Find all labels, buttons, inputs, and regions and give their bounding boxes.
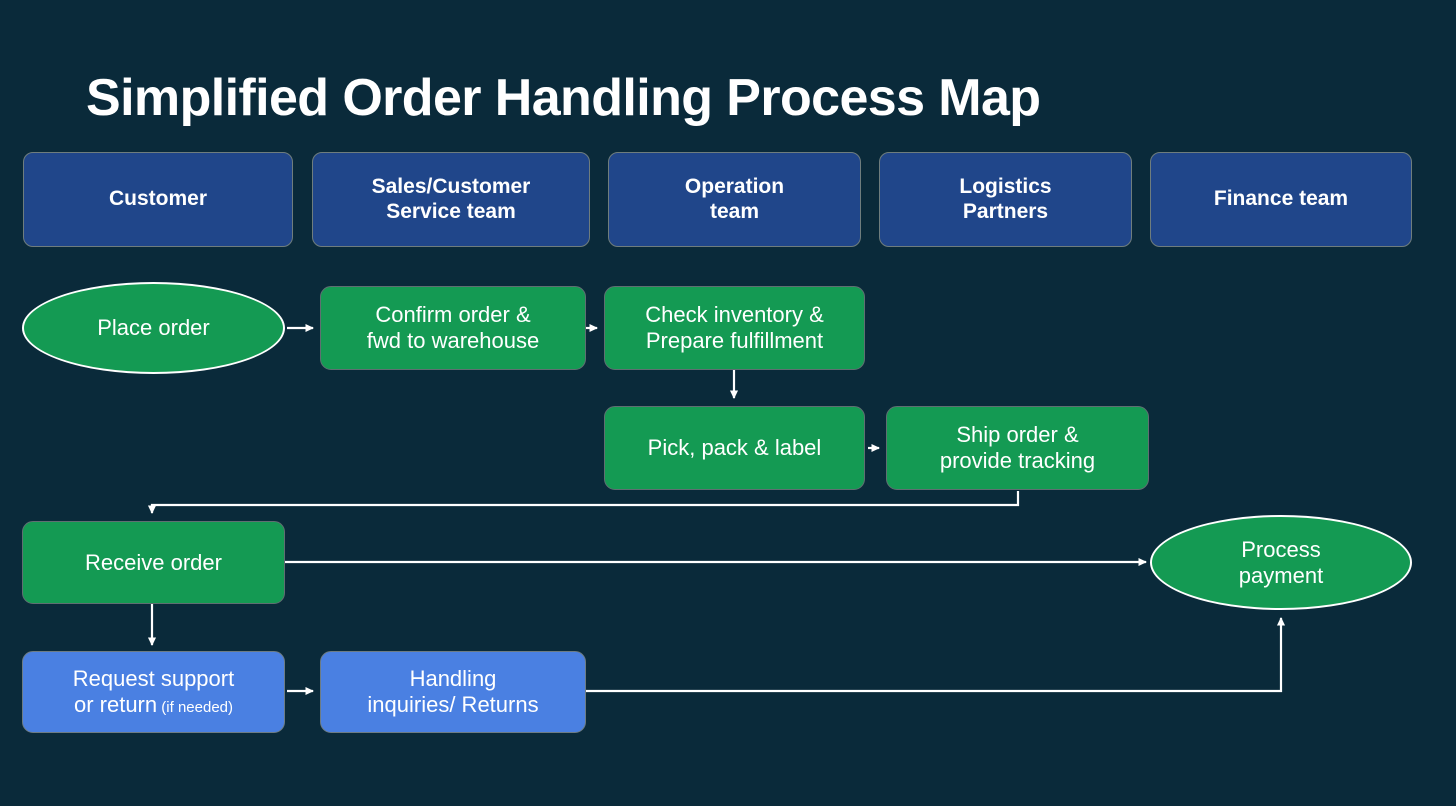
node-confirm-order[interactable]: Confirm order & fwd to warehouse [320,286,586,370]
lane-label-line-1: Operation [684,175,785,199]
node-place-order[interactable]: Place order [22,282,285,374]
node-ship-order[interactable]: Ship order & provide tracking [886,406,1149,490]
lane-header-finance-label: Finance team [1213,187,1349,211]
node-ship-order-label: Ship order & provide tracking [940,422,1095,473]
node-label-line-1: Confirm order & [375,302,531,328]
lane-label-line-2: Service team [386,199,516,223]
node-confirm-order-label: Confirm order & fwd to warehouse [367,302,539,353]
node-label-line-1: Handling [409,666,497,692]
node-request-support-note: (if needed) [157,699,234,716]
node-handling-inquiries-label: Handling inquiries/ Returns [367,666,538,717]
node-receive-order[interactable]: Receive order [22,521,285,604]
node-label-line-1: Check inventory & [645,302,824,328]
lane-header-sales-customer-service-label: Sales/Customer Service team [372,175,531,224]
node-label-line-2: Prepare fulfillment [645,328,824,353]
node-place-order-label: Place order [97,315,210,341]
node-label-line-1: Request support [72,666,235,692]
lane-label-line-1: Sales/Customer [371,175,531,199]
node-request-support-label: Request support or return (if needed) [73,666,234,717]
lane-header-sales-customer-service[interactable]: Sales/Customer Service team [312,152,590,247]
node-check-inventory[interactable]: Check inventory & Prepare fulfillment [604,286,865,370]
node-receive-order-label: Receive order [85,549,222,575]
node-handling-inquiries[interactable]: Handling inquiries/ Returns [320,651,586,733]
connector-handling-inquiries-to-process-payment [586,616,1286,693]
node-label-line-2: inquiries/ Returns [367,692,539,717]
node-label-line-1: Process [1241,536,1321,562]
lane-label-line-1: Logistics [959,175,1052,199]
lane-header-operation-label: Operation team [685,175,784,224]
lane-header-customer[interactable]: Customer [23,152,293,247]
node-process-payment[interactable]: Process payment [1150,515,1412,610]
node-pick-pack-label[interactable]: Pick, pack & label [604,406,865,490]
node-label-line-2: payment [1238,562,1324,588]
page-title: Simplified Order Handling Process Map [86,69,1041,127]
connector-ship-order-to-receive-order [147,491,1020,515]
node-check-inventory-label: Check inventory & Prepare fulfillment [645,302,824,353]
lane-header-customer-label: Customer [108,187,208,211]
node-process-payment-label: Process payment [1239,537,1323,588]
node-label-line-2: provide tracking [939,448,1096,473]
lane-header-operation[interactable]: Operation team [608,152,861,247]
node-request-support[interactable]: Request support or return (if needed) [22,651,285,733]
node-label-line-2: or return [73,692,158,717]
lane-label-line-2: Partners [962,199,1049,223]
node-label-line-1: Ship order & [956,422,1079,448]
lane-label-line-2: team [709,199,760,223]
lane-header-logistics[interactable]: Logistics Partners [879,152,1132,247]
lane-header-finance[interactable]: Finance team [1150,152,1412,247]
node-label-line-2: fwd to warehouse [366,328,540,353]
node-pick-pack-label-label: Pick, pack & label [647,435,822,461]
lane-header-logistics-label: Logistics Partners [959,175,1051,224]
